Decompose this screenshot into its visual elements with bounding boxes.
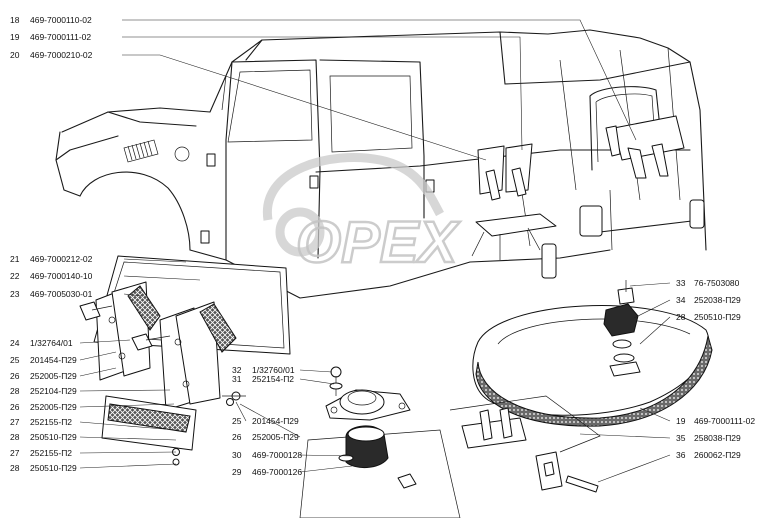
callout-20-num: 20 [10, 50, 20, 60]
callout-27b-code: 252155-П2 [30, 448, 72, 458]
seat-brackets [95, 281, 237, 411]
callout-leaders [79, 19, 671, 483]
callout-33-num: 33 [676, 278, 686, 288]
callout-24-num: 24 [10, 338, 20, 348]
callout-18-code: 469-7000110-02 [30, 15, 92, 25]
rear-seat-assembly [471, 115, 685, 260]
callout-28b-num: 28 [10, 432, 20, 442]
mount-plate [299, 366, 461, 518]
callout-36-code: 260062-П29 [694, 450, 741, 460]
callout-25b-code: 201454-П29 [252, 416, 299, 426]
callout-32-num: 32 [232, 365, 242, 375]
callout-31-code: 252154-П2 [252, 374, 294, 384]
callout-32-code: 1/32760/01 [252, 365, 295, 375]
callout-20-code: 469-7000210-02 [30, 50, 93, 60]
callout-25-code: 201454-П29 [30, 355, 77, 365]
watermark-logo: OPEX [262, 153, 462, 276]
callout-33-code: 76-7503080 [694, 278, 740, 288]
callout-35-num: 35 [676, 433, 686, 443]
callout-26c-code: 252005-П29 [252, 432, 299, 442]
callout-30-num: 30 [232, 450, 242, 460]
callout-25b-num: 25 [232, 416, 242, 426]
callout-36-num: 36 [676, 450, 686, 460]
callout-28d-code: 250510-П29 [694, 312, 741, 322]
seat-base-bracket [101, 395, 197, 451]
callout-21-code: 469-7000212-02 [30, 254, 93, 264]
callout-23-code: 469-7005030-01 [30, 289, 93, 299]
callout-19-code: 469-7000111-02 [30, 32, 91, 42]
callout-28c-num: 28 [10, 463, 20, 473]
callout-35-code: 258038-П29 [694, 433, 741, 443]
watermark-text: OPEX [296, 210, 460, 275]
callout-28-code: 252104-П29 [30, 386, 77, 396]
callout-27-code: 252155-П2 [30, 417, 72, 427]
tray-hinge-brackets [449, 395, 601, 493]
callout-25-num: 25 [10, 355, 20, 365]
callout-30-code: 469-7000128 [252, 450, 302, 460]
callout-31-num: 31 [232, 374, 242, 384]
callout-29-code: 469-7000126 [252, 467, 302, 477]
tray-fasteners [603, 280, 641, 377]
callout-26-num: 26 [10, 371, 20, 381]
callout-18-num: 18 [10, 15, 20, 25]
callout-19b-code: 469-7000111-02 [694, 416, 755, 426]
callout-34-num: 34 [676, 295, 686, 305]
callout-26b-code: 252005-П29 [30, 402, 77, 412]
callout-27-num: 27 [10, 417, 20, 427]
callout-22-num: 22 [10, 271, 20, 281]
callout-26c-num: 26 [232, 432, 242, 442]
callout-24-code: 1/32764/01 [30, 338, 73, 348]
callout-22-code: 469-7000140-10 [30, 271, 93, 281]
callout-26-code: 252005-П29 [30, 371, 77, 381]
callout-26b-num: 26 [10, 402, 20, 412]
callout-28b-code: 250510-П29 [30, 432, 77, 442]
callout-19b-num: 19 [676, 416, 686, 426]
callout-34-code: 252038-П29 [694, 295, 741, 305]
callout-28c-code: 250510-П29 [30, 463, 77, 473]
callout-19-num: 19 [10, 32, 20, 42]
callout-labels: 18 469-7000110-02 19 469-7000111-02 20 4… [10, 15, 755, 477]
callout-28d-num: 28 [676, 312, 686, 322]
callout-21-num: 21 [10, 254, 20, 264]
callout-23-num: 23 [10, 289, 20, 299]
spare-wheel-tray [472, 305, 713, 427]
callout-27b-num: 27 [10, 448, 20, 458]
callout-29-num: 29 [232, 467, 242, 477]
callout-28-num: 28 [10, 386, 20, 396]
